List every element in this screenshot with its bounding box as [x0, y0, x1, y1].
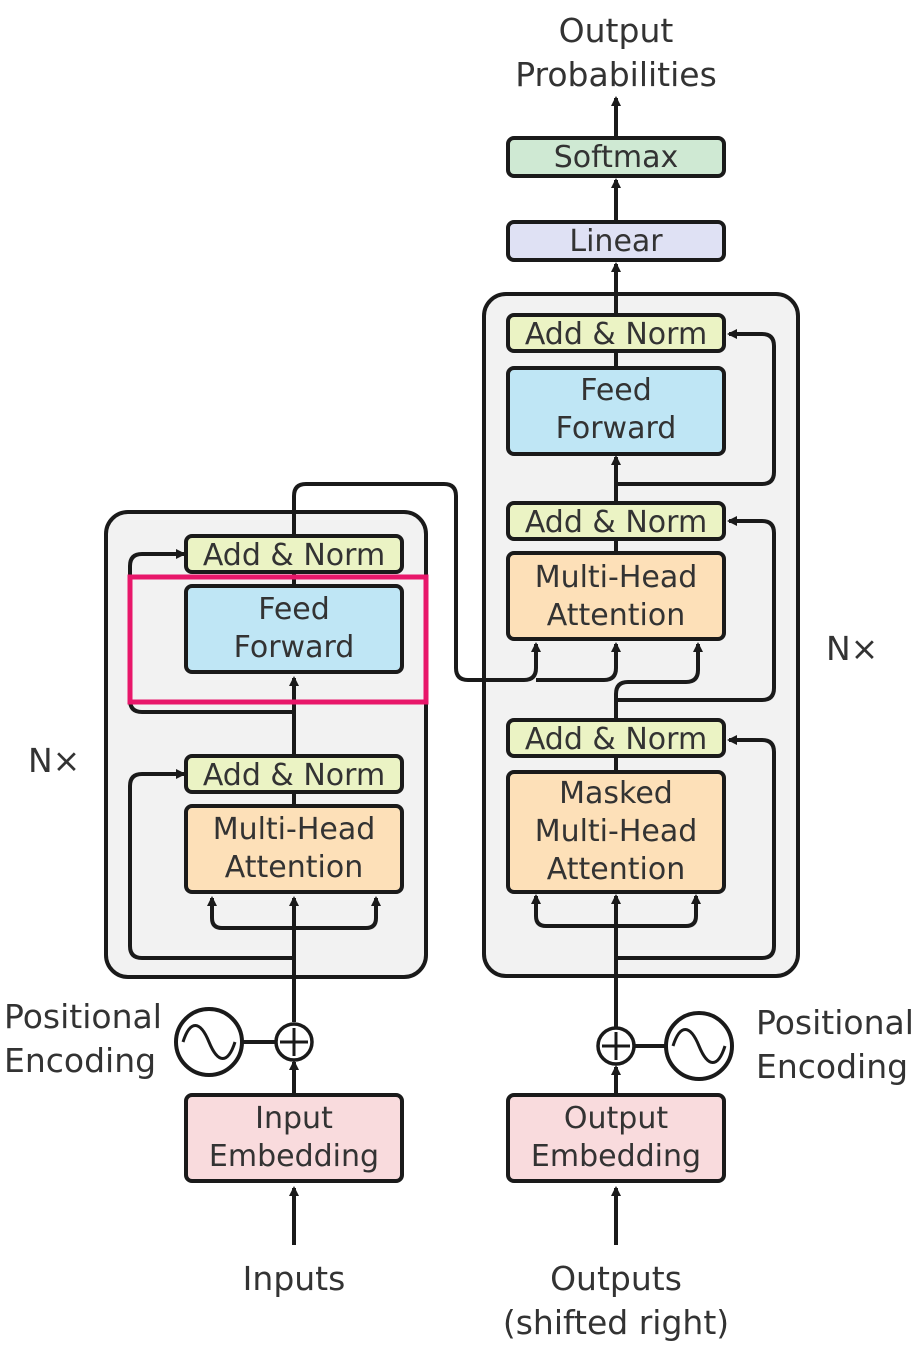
encoder-positional-line2: Encoding [4, 1041, 156, 1080]
decoder-masked-attention: Masked Multi-Head Attention [506, 770, 726, 894]
decoder-feed-forward-line2: Forward [556, 411, 677, 446]
decoder-add-norm-bottom: Add & Norm [506, 718, 726, 758]
output-probabilities-line1: Output [559, 11, 674, 50]
softmax-label: Softmax [554, 140, 679, 175]
highlight-frame [127, 574, 429, 705]
decoder-masked-attention-line2: Multi-Head [535, 814, 698, 849]
decoder-sine-wave-icon [664, 1011, 734, 1081]
decoder-positional-line2: Encoding [756, 1047, 908, 1086]
encoder-add-norm-top-label: Add & Norm [203, 538, 385, 573]
encoder-attention-line2: Attention [225, 850, 363, 885]
encoder-repeat-label: N× [28, 741, 80, 780]
output-embedding-line2: Embedding [531, 1139, 701, 1174]
output-embedding: Output Embedding [506, 1093, 726, 1183]
encoder-add-norm-top: Add & Norm [184, 534, 404, 574]
encoder-multi-head-attention: Multi-Head Attention [184, 804, 404, 894]
decoder-connectors [531, 96, 776, 1245]
output-probabilities-line2: Probabilities [515, 55, 717, 94]
output-embedding-line1: Output [564, 1101, 668, 1136]
input-embedding-line1: Input [255, 1101, 333, 1136]
input-embedding-line2: Embedding [209, 1139, 379, 1174]
linear-label: Linear [569, 224, 663, 259]
outputs-label-line2: (shifted right) [503, 1303, 729, 1342]
decoder-masked-attention-line1: Masked [559, 776, 673, 811]
decoder-plus-circle-icon [596, 1026, 636, 1066]
decoder-add-norm-middle-label: Add & Norm [525, 505, 707, 540]
decoder-positional-line1: Positional [756, 1003, 914, 1042]
decoder-cross-attention-line2: Attention [547, 598, 685, 633]
linear-layer: Linear [506, 220, 726, 262]
decoder-feed-forward-line1: Feed [580, 373, 652, 408]
decoder-cross-attention-line1: Multi-Head [535, 560, 698, 595]
softmax-layer: Softmax [506, 136, 726, 178]
decoder-feed-forward: Feed Forward [506, 366, 726, 456]
decoder-add-norm-top-label: Add & Norm [525, 317, 707, 352]
decoder-repeat-label: N× [826, 629, 878, 668]
encoder-feed-forward: Feed Forward [184, 584, 404, 674]
decoder-cross-attention: Multi-Head Attention [506, 551, 726, 641]
outputs-label-line1: Outputs [550, 1259, 682, 1298]
decoder-add-norm-middle: Add & Norm [506, 501, 726, 541]
decoder-masked-attention-line3: Attention [547, 852, 685, 887]
inputs-label: Inputs [243, 1259, 346, 1298]
encoder-attention-line1: Multi-Head [213, 812, 376, 847]
decoder-add-norm-top: Add & Norm [506, 313, 726, 353]
encoder-feed-forward-line2: Forward [234, 630, 355, 665]
encoder-sine-wave-icon [174, 1007, 244, 1077]
encoder-feed-forward-line1: Feed [258, 592, 330, 627]
encoder-plus-circle-icon [274, 1022, 314, 1062]
input-embedding: Input Embedding [184, 1093, 404, 1183]
encoder-add-norm-bottom: Add & Norm [184, 754, 404, 794]
decoder-add-norm-bottom-label: Add & Norm [525, 722, 707, 757]
encoder-positional-line1: Positional [4, 997, 162, 1036]
encoder-add-norm-bottom-label: Add & Norm [203, 758, 385, 793]
